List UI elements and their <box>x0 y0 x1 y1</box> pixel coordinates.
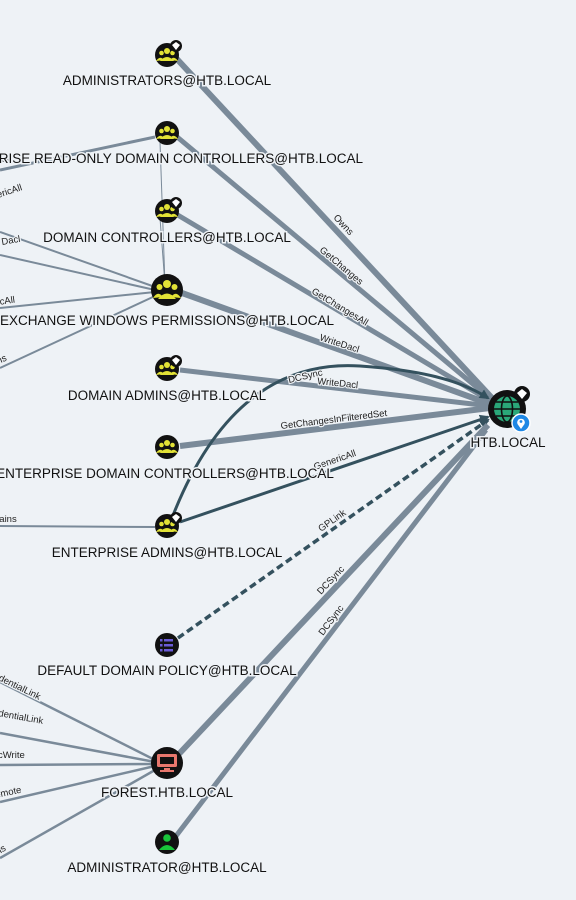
edge-label-offscreen: dentialLink <box>0 708 44 727</box>
edge-gplink[interactable] <box>176 418 490 640</box>
diamond-badge-icon <box>170 40 182 52</box>
edges <box>170 55 495 838</box>
node-label: ADMINISTRATORS@HTB.LOCAL <box>63 73 272 88</box>
user-icon <box>159 834 175 850</box>
edge-offscreen[interactable] <box>0 291 156 309</box>
edge-getchanges[interactable] <box>174 134 494 402</box>
node-label: HTB.LOCAL <box>470 435 546 450</box>
users-icon <box>156 440 178 453</box>
diamond-badge-icon <box>514 386 530 402</box>
globe-icon <box>494 395 520 423</box>
edge-offscreen[interactable] <box>0 680 156 762</box>
node-enterprise-domain-controllers[interactable]: ENTERPRISE DOMAIN CONTROLLERS@HTB.LOCAL <box>0 435 336 483</box>
offscreen-edges <box>0 135 166 860</box>
diamond-badge-icon <box>170 197 182 209</box>
node-circle <box>155 435 179 459</box>
monitor-icon <box>157 754 177 772</box>
node-forest[interactable]: FOREST.HTB.LOCAL <box>99 747 235 802</box>
users-icon <box>156 362 178 375</box>
list-icon <box>160 639 173 652</box>
edge-getchangesinfilteredset[interactable] <box>179 405 491 449</box>
node-label: FOREST.HTB.LOCAL <box>101 785 234 800</box>
users-icon <box>156 204 178 217</box>
node-label: DOMAIN CONTROLLERS@HTB.LOCAL <box>43 230 291 245</box>
edge-label-offscreen: icAll <box>0 295 16 308</box>
edge-writedacl-ewp[interactable] <box>180 290 492 407</box>
edge-offscreen[interactable] <box>159 217 166 286</box>
diamond-badge-icon <box>170 512 182 524</box>
edge-label-offscreen: ns <box>0 353 9 367</box>
edge-label-offscreen: ericAll <box>0 182 24 200</box>
node-administrator[interactable]: ADMINISTRATOR@HTB.LOCAL <box>66 830 269 877</box>
edge-dcsync-ea[interactable] <box>170 364 490 519</box>
edge-label-offscreen: dentialLink <box>0 673 43 703</box>
node-label: DOMAIN ADMINS@HTB.LOCAL <box>68 388 267 403</box>
node-enterprise-admins[interactable]: ENTERPRISE ADMINS@HTB.LOCAL <box>50 512 284 562</box>
node-htb-local-domain[interactable]: HTB.LOCAL <box>469 386 547 452</box>
node-label: ERPRISE READ-ONLY DOMAIN CONTROLLERS@HTB… <box>0 151 364 166</box>
edge-offscreen[interactable] <box>0 254 156 291</box>
node-exchange-windows-permissions[interactable]: EXCHANGE WINDOWS PERMISSIONS@HTB.LOCAL <box>0 274 336 330</box>
node-label: DEFAULT DOMAIN POLICY@HTB.LOCAL <box>37 663 297 678</box>
node-label: ADMINISTRATOR@HTB.LOCAL <box>67 860 267 875</box>
edge-dcsync-admin[interactable] <box>174 428 488 838</box>
edge-offscreen[interactable] <box>0 731 156 764</box>
diamond-badge-icon <box>170 355 182 367</box>
edge-offscreen[interactable] <box>0 525 156 528</box>
edge-offscreen[interactable] <box>0 135 156 172</box>
node-domain-admins[interactable]: DOMAIN ADMINS@HTB.LOCAL <box>66 355 268 405</box>
edge-getchangesall[interactable] <box>174 211 494 405</box>
edge-offscreen[interactable] <box>0 768 156 860</box>
edge-label-offscreen: Dacl <box>1 234 22 248</box>
edge-dcsync-forest[interactable] <box>175 422 491 758</box>
edge-label-offscreen: ins <box>0 843 8 859</box>
edge-label-offscreen: ad <box>1 152 13 165</box>
edge-label-offscreen: nains <box>0 514 17 525</box>
node-circle <box>155 830 179 854</box>
node-label: EXCHANGE WINDOWS PERMISSIONS@HTB.LOCAL <box>0 313 334 328</box>
node-default-domain-policy[interactable]: DEFAULT DOMAIN POLICY@HTB.LOCAL <box>36 633 299 680</box>
users-icon <box>156 48 178 61</box>
map-pin-icon <box>511 413 531 433</box>
edge-writedacl-da[interactable] <box>179 367 491 409</box>
node-circle <box>151 274 183 306</box>
edge-genericall-ea[interactable] <box>179 414 490 524</box>
edge-labels: Owns GetChanges GetChangesAll WriteDacl … <box>0 151 389 860</box>
node-label: ENTERPRISE DOMAIN CONTROLLERS@HTB.LOCAL <box>0 466 334 481</box>
users-icon <box>156 126 178 139</box>
edge-owns[interactable] <box>173 55 495 401</box>
node-domain-controllers[interactable]: DOMAIN CONTROLLERS@HTB.LOCAL <box>42 197 293 247</box>
edge-offscreen[interactable] <box>0 764 156 804</box>
node-circle <box>155 121 179 145</box>
edge-offscreen[interactable] <box>0 762 156 767</box>
node-administrators[interactable]: ADMINISTRATORS@HTB.LOCAL <box>61 40 273 90</box>
edge-label-offscreen: cWrite <box>0 750 25 761</box>
edge-offscreen[interactable] <box>0 295 156 369</box>
edge-offscreen[interactable] <box>0 231 159 289</box>
users-icon <box>153 280 181 299</box>
node-enterprise-read-only-dcs[interactable]: ERPRISE READ-ONLY DOMAIN CONTROLLERS@HTB… <box>0 121 365 168</box>
node-label: ENTERPRISE ADMINS@HTB.LOCAL <box>52 545 283 560</box>
users-icon <box>156 519 178 532</box>
